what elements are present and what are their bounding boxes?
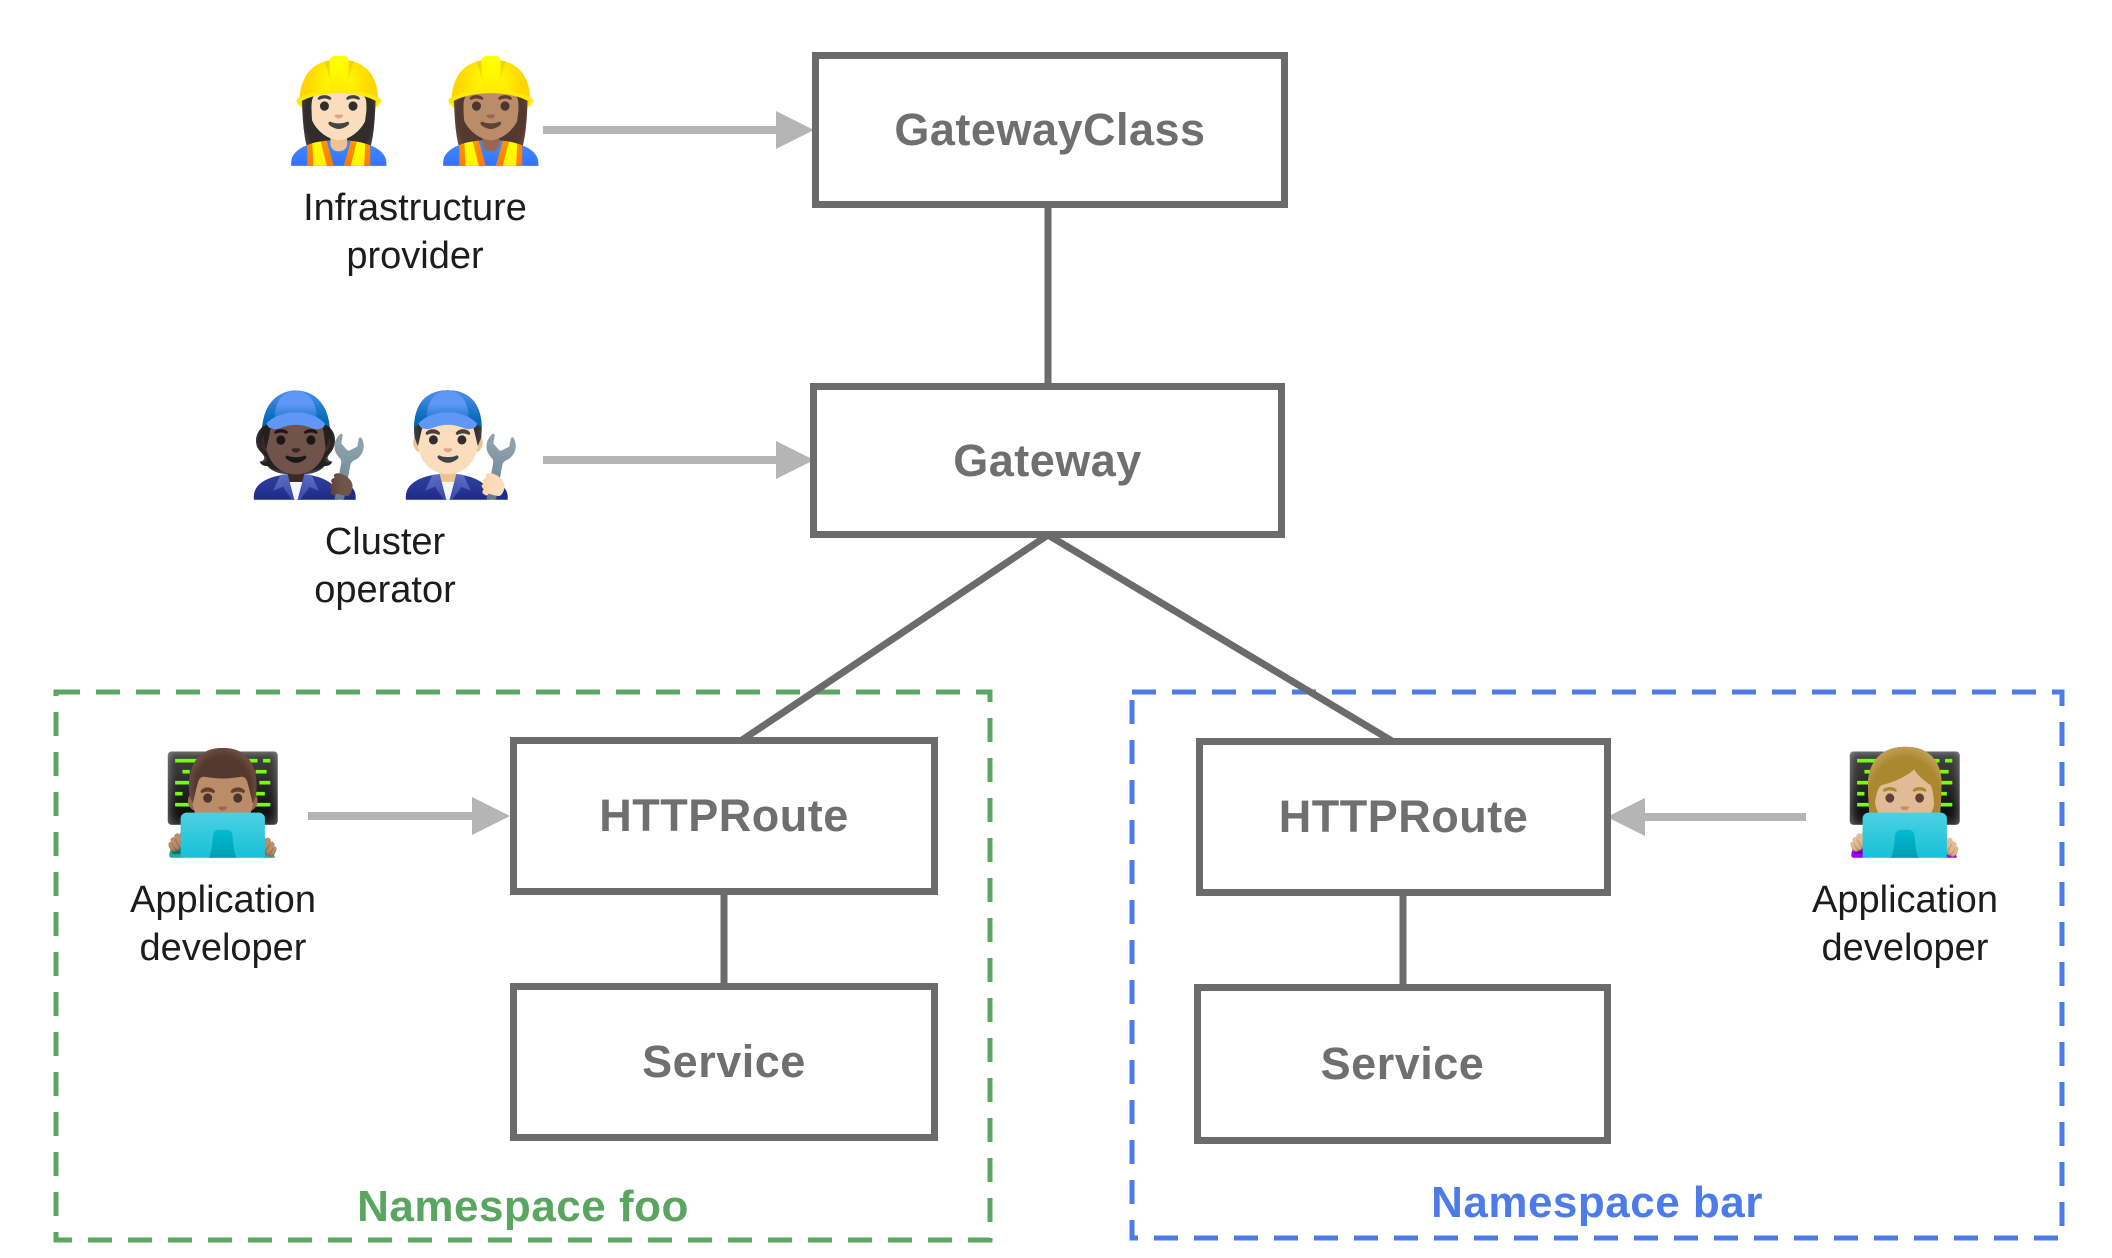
arrow-infrastructure-provider-to-gatewayclass (543, 111, 814, 149)
cluster-operator-persona: 🧑🏿‍🔧 👨🏻‍🔧 Cluster operator (185, 378, 585, 615)
infrastructure-provider-persona: 👷🏻‍♀️ 👷🏽‍♀️ Infrastructure provider (215, 44, 615, 281)
infrastructure-provider-label-line2: provider (346, 234, 484, 277)
gateway-node: Gateway (810, 383, 1285, 538)
httproute-bar-node: HTTPRoute (1196, 738, 1611, 896)
gatewayclass-node: GatewayClass (812, 52, 1288, 208)
gatewayclass-label: GatewayClass (894, 104, 1206, 155)
cluster-operator-label-line2: operator (314, 568, 456, 611)
arrow-app-developer-to-httproute-bar (1607, 798, 1806, 836)
woman-technologist-emoji-icon: 👩🏼‍💻 (1842, 747, 1968, 859)
httproute-bar-label: HTTPRoute (1278, 791, 1529, 842)
arrow-cluster-operator-to-gateway (543, 441, 814, 479)
namespace-bar-border (1129, 689, 2065, 1241)
app-developer-foo-persona: 👨🏽‍💻 Application developer (53, 736, 393, 973)
httproute-foo-node: HTTPRoute (510, 737, 938, 895)
edge-gateway-httproute-foo (740, 532, 1050, 743)
infrastructure-provider-label-line1: Infrastructure (303, 187, 527, 229)
namespace-foo-border (53, 689, 993, 1243)
cluster-operator-label-line1: Cluster (324, 521, 446, 563)
construction-workers-emoji-icon: 👷🏻‍♀️ 👷🏽‍♀️ (276, 55, 554, 167)
service-foo-node: Service (510, 983, 938, 1141)
edge-gateway-httproute-bar (1046, 531, 1394, 745)
service-bar-label: Service (1320, 1038, 1485, 1089)
gateway-label: Gateway (953, 434, 1142, 486)
namespace-bar-label: Namespace bar (1431, 1178, 1763, 1227)
service-bar-node: Service (1194, 984, 1611, 1144)
mechanics-emoji-icon: 🧑🏿‍🔧 👨🏻‍🔧 (246, 389, 524, 501)
app-developer-foo-label-line1: Application (130, 879, 316, 921)
app-developer-bar-persona: 👩🏼‍💻 Application developer (1735, 736, 2075, 973)
man-technologist-emoji-icon: 👨🏽‍💻 (160, 747, 286, 859)
namespace-foo-label: Namespace foo (357, 1182, 689, 1231)
app-developer-bar-label-line1: Application (1812, 879, 1998, 921)
service-foo-label: Service (642, 1036, 806, 1087)
app-developer-bar-label-line2: developer (1821, 926, 1989, 969)
arrow-app-developer-to-httproute-foo (308, 797, 510, 835)
app-developer-foo-label-line2: developer (139, 926, 307, 969)
httproute-foo-label: HTTPRoute (599, 790, 849, 841)
